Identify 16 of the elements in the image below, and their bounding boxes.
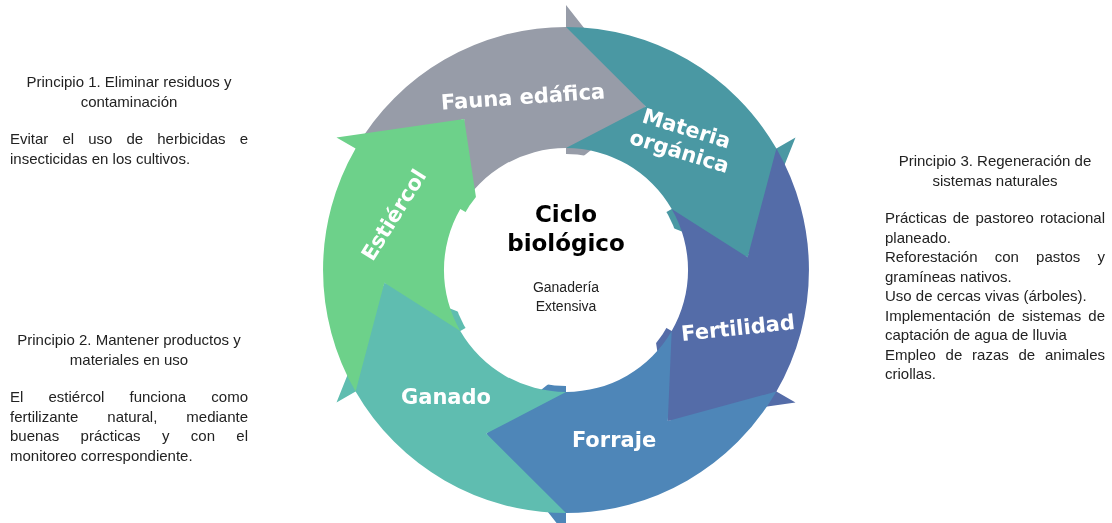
principle-text: El estiércol funciona como fertilizante natural, mediante buenas prácticas y con el monitoreo correspondiente. — [10, 387, 248, 465]
principle-heading: Principio 3. Regeneración de sistemas naturales — [897, 151, 1093, 190]
segment-label: Fertilidad — [680, 310, 796, 346]
principle-text: Uso de cercas vivas (árboles). — [885, 286, 1088, 306]
principle-text: Prácticas de pastoreo rotacional planeado. — [885, 208, 1105, 247]
segment-label: Ganado — [401, 385, 491, 409]
principle-text: Evitar el uso de herbicidas e insecticidas en los cultivos. — [10, 129, 248, 168]
principle-text: Implementación de sistemas de captación de agua de lluvia — [885, 305, 1105, 345]
principle-heading: Principio 2. Mantener productos y materiales en uso — [16, 330, 242, 369]
segment-label: Fauna edáfica — [440, 79, 606, 115]
segment-label: Forraje — [571, 428, 657, 452]
principle-text: Empleo de razas de animales criollas. — [885, 344, 1105, 384]
principle-text: Reforestación con pastos y gramíneas nativos. — [885, 247, 1105, 286]
center-subtitle: Ganadería Extensiva — [531, 278, 601, 316]
center-title: Ciclo biológico — [506, 200, 626, 258]
principle-heading: Principio 1. Eliminar residuos y contaminación — [25, 72, 233, 111]
